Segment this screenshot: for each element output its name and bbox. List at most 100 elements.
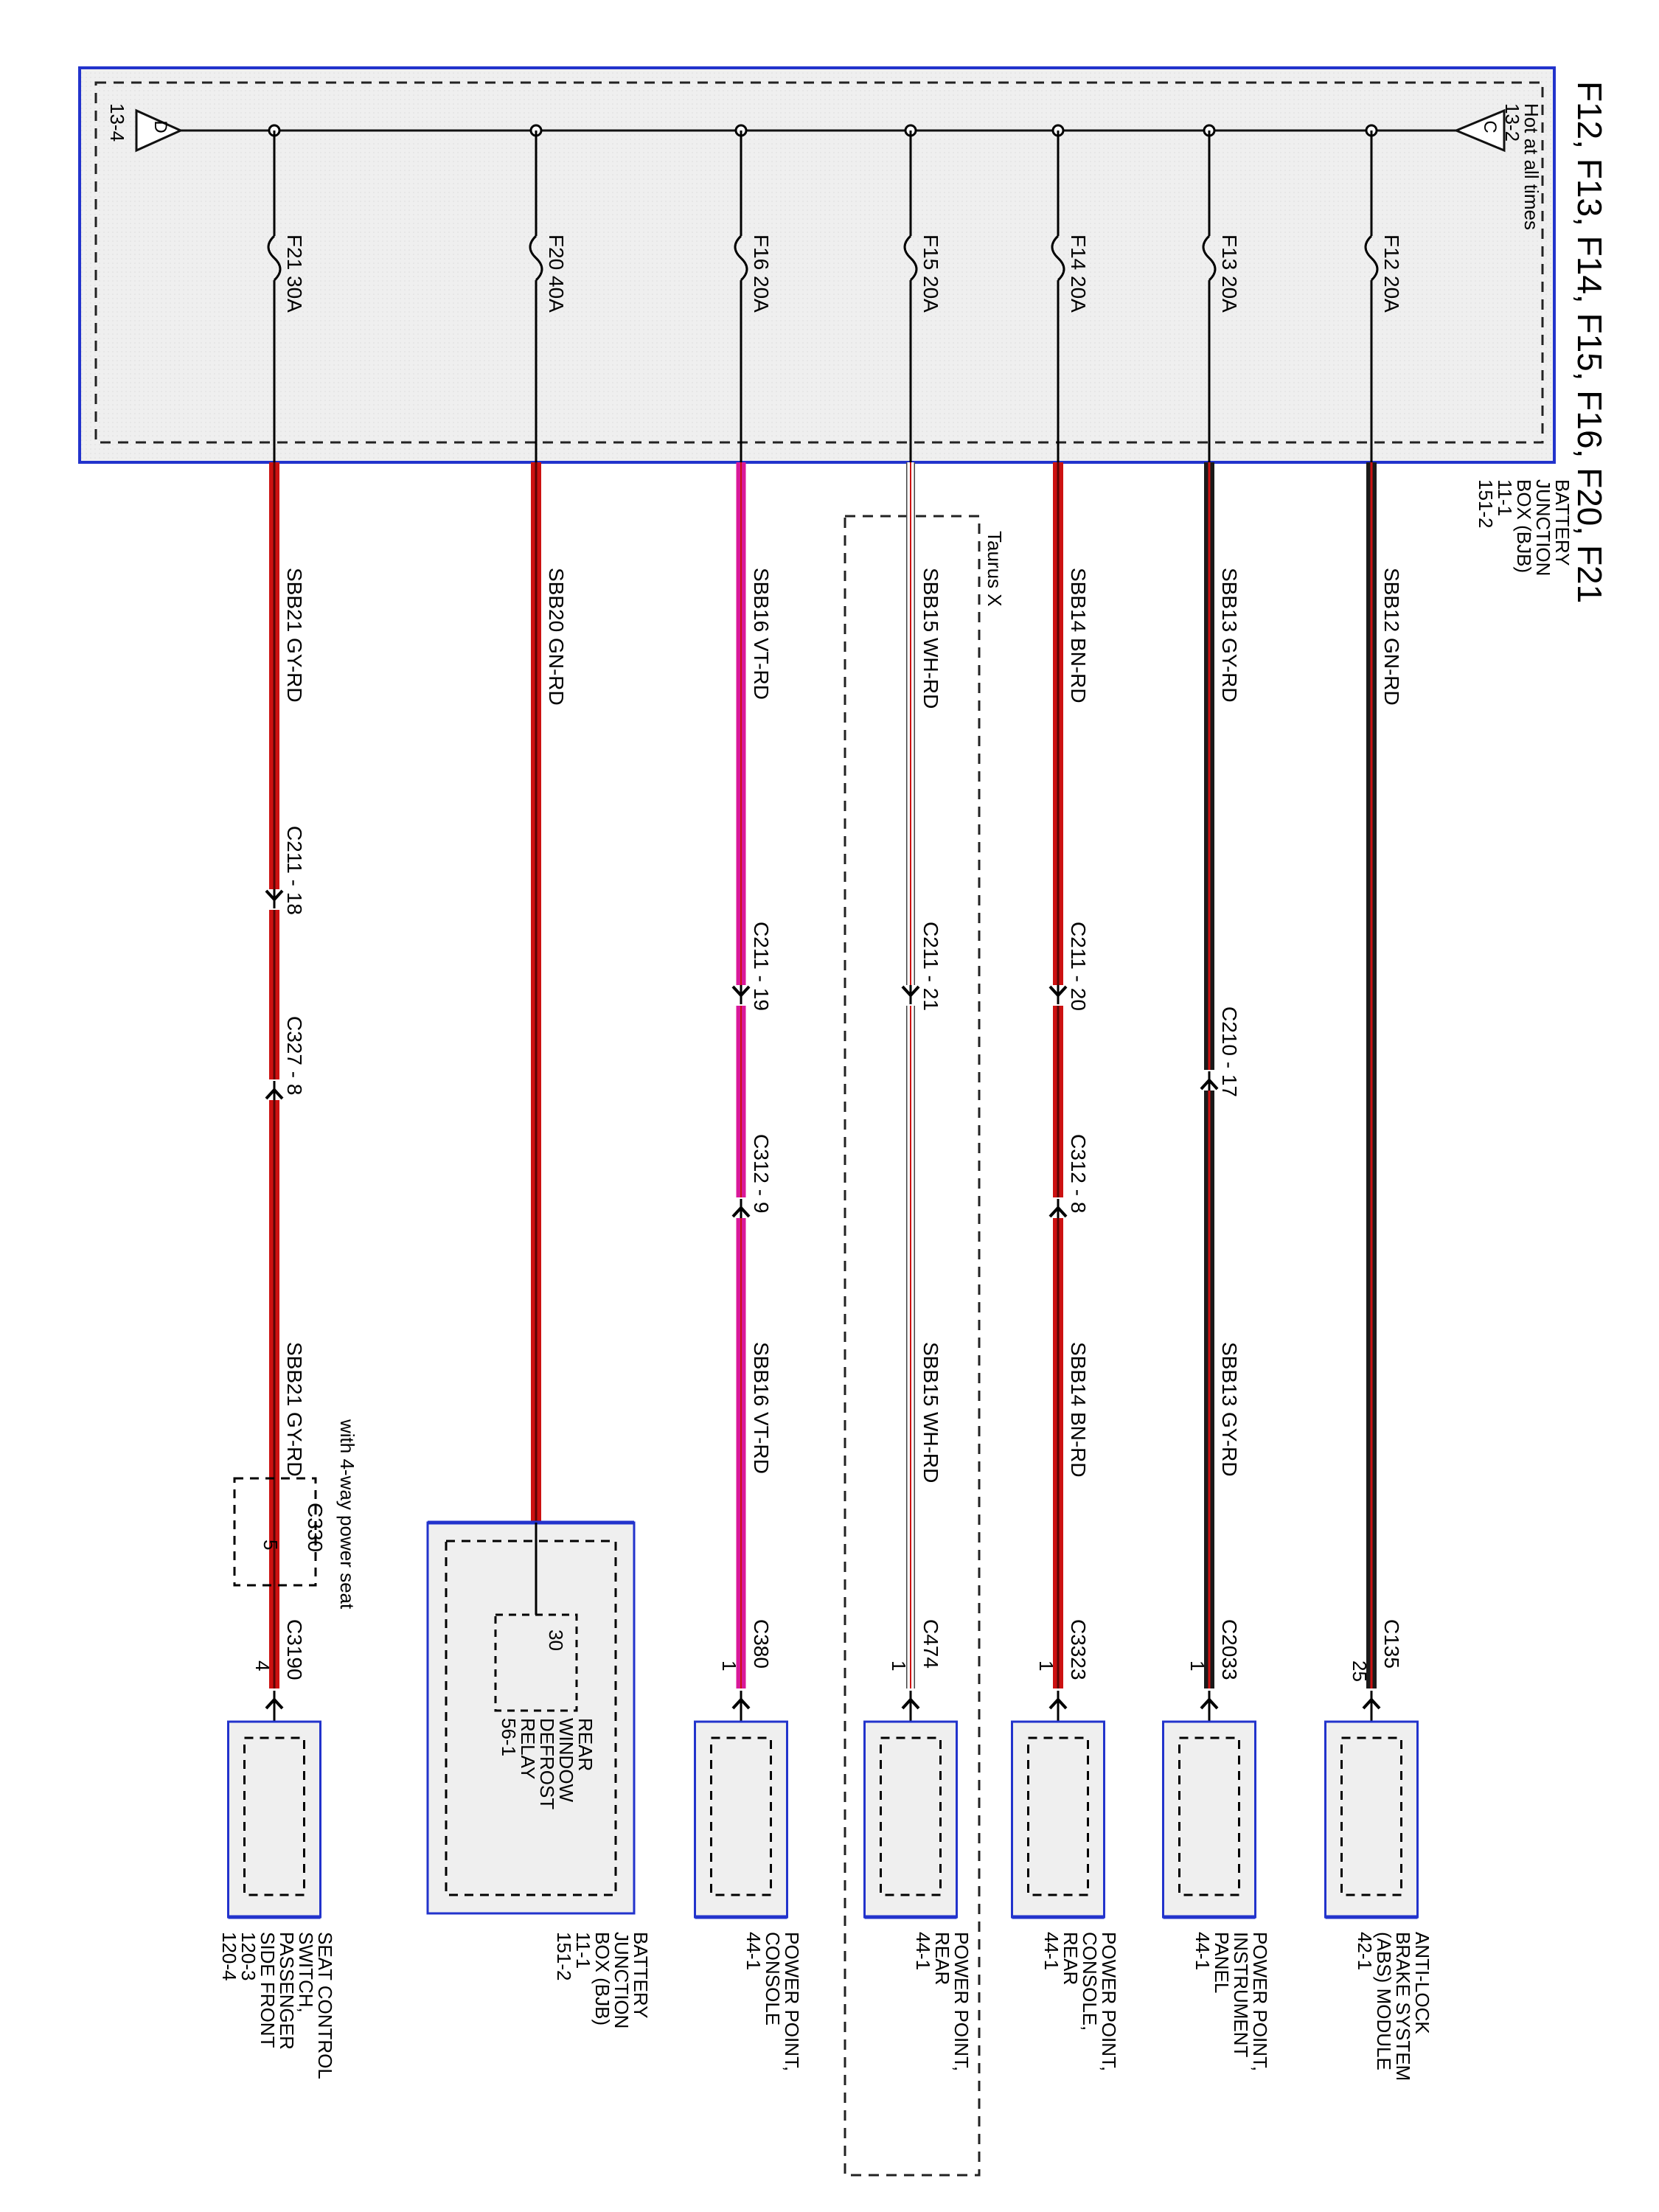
svg-text:SBB14 BN-RD: SBB14 BN-RD: [1067, 1342, 1090, 1478]
component-label-line: CONSOLE: [762, 1932, 784, 2025]
svg-text:SBB15 WH-RD: SBB15 WH-RD: [919, 1342, 942, 1483]
circuit-label: SBB21 GY-RD: [283, 1342, 306, 1477]
inline-connector-label: C327 - 8: [283, 1016, 306, 1095]
svg-text:REAR: REAR: [931, 1932, 953, 1985]
component-label-line: 44-1: [742, 1932, 765, 1970]
svg-text:C380: C380: [750, 1619, 773, 1669]
svg-text:INSTRUMENT: INSTRUMENT: [1230, 1932, 1252, 2058]
component-label-line: BOX (BJB): [591, 1932, 613, 2025]
inline-connector-label: C312 - 9: [750, 1134, 773, 1213]
svg-text:POWER POINT,: POWER POINT,: [950, 1932, 973, 2071]
component-box: [694, 1720, 788, 1919]
end-pin-label: 1: [718, 1660, 740, 1671]
relay-label-line: RELAY: [517, 1718, 539, 1779]
component-label-line: POWER POINT,: [950, 1932, 973, 2071]
ref-d-label: 13-4: [106, 103, 128, 142]
fuse-label: F14 20A: [1067, 234, 1090, 313]
circuit-label: SBB14 BN-RD: [1067, 1342, 1090, 1478]
svg-text:C474: C474: [919, 1619, 942, 1669]
component-box: [1324, 1720, 1419, 1919]
circuit-label: SBB21 GY-RD: [283, 568, 306, 703]
svg-text:CONSOLE,: CONSOLE,: [1079, 1932, 1101, 2031]
end-pin-label: 1: [1186, 1660, 1208, 1671]
svg-text:WINDOW: WINDOW: [555, 1718, 577, 1803]
inline-connector-label: C312 - 8: [1067, 1134, 1090, 1213]
svg-text:C211 - 20: C211 - 20: [1067, 922, 1090, 1011]
fuse-label: F20 40A: [545, 234, 568, 313]
component-label-line: 44-1: [1040, 1932, 1062, 1970]
inline-connector-label: C210 - 17: [1218, 1006, 1241, 1097]
svg-text:151-2: 151-2: [553, 1932, 575, 1981]
fuse-symbol: [1364, 234, 1379, 282]
component-label-line: SEAT CONTROL: [314, 1932, 336, 2079]
svg-text:SBB16 VT-RD: SBB16 VT-RD: [750, 568, 773, 700]
svg-text:POWER POINT,: POWER POINT,: [1098, 1932, 1120, 2071]
svg-text:SBB13 GY-RD: SBB13 GY-RD: [1218, 1342, 1241, 1477]
circuit-label: SBB15 WH-RD: [919, 568, 942, 709]
taurus-x-label: Taurus X: [984, 531, 1006, 607]
end-pin-label: 1: [888, 1660, 910, 1671]
svg-text:120-3: 120-3: [237, 1932, 260, 1981]
taurus-x-option-box: [844, 515, 981, 2177]
svg-text:JUNCTION: JUNCTION: [611, 1932, 633, 2028]
svg-text:F14 20A: F14 20A: [1067, 234, 1090, 313]
svg-text:1: 1: [888, 1660, 910, 1671]
ref-c-label: Hot at all times 13-2: [1501, 103, 1543, 230]
component-label-line: BRAKE SYSTEM: [1392, 1932, 1414, 2081]
svg-text:SBB12 GN-RD: SBB12 GN-RD: [1380, 568, 1403, 706]
svg-text:44-1: 44-1: [912, 1932, 934, 1970]
component-label-line: 42-1: [1354, 1932, 1376, 1970]
svg-text:F15 20A: F15 20A: [919, 234, 942, 313]
svg-text:1: 1: [1035, 1660, 1057, 1671]
svg-text:C211 - 19: C211 - 19: [750, 922, 773, 1011]
svg-text:11-1: 11-1: [1494, 479, 1516, 516]
svg-text:30: 30: [545, 1630, 567, 1651]
component-label-line: (ABS) MODULE: [1373, 1932, 1395, 2070]
svg-text:F20 40A: F20 40A: [545, 234, 568, 313]
component-label-line: POWER POINT,: [1098, 1932, 1120, 2071]
inline-connector-label: C211 - 21: [919, 922, 942, 1011]
svg-text:1: 1: [718, 1660, 740, 1671]
svg-text:BOX (BJB): BOX (BJB): [1513, 479, 1535, 573]
ref-triangle-d: D: [135, 108, 184, 153]
svg-text:SBB14 BN-RD: SBB14 BN-RD: [1067, 568, 1090, 703]
svg-text:1: 1: [1186, 1660, 1208, 1671]
component-label-line: PASSENGER: [276, 1932, 298, 2050]
end-pin-label: 1: [1035, 1660, 1057, 1671]
svg-text:SBB21 GY-RD: SBB21 GY-RD: [283, 568, 306, 703]
fuse-label: F13 20A: [1218, 234, 1241, 313]
svg-text:DEFROST: DEFROST: [536, 1718, 558, 1809]
circuit-f14: F14 20A SBB14 BN-RD SBB14 BN-RD C211 - 20 C3…: [1011, 124, 1120, 2071]
component-label-line: 120-3: [237, 1932, 260, 1981]
svg-text:56-1: 56-1: [498, 1718, 520, 1756]
component-box: [1011, 1720, 1105, 1919]
svg-text:4: 4: [251, 1660, 274, 1671]
svg-text:SEAT CONTROL: SEAT CONTROL: [314, 1932, 336, 2079]
svg-text:44-1: 44-1: [1040, 1932, 1062, 1970]
svg-text:F13 20A: F13 20A: [1218, 234, 1241, 313]
power-seat-option-label: with 4-way power seat: [336, 1419, 358, 1610]
svg-text:PASSENGER: PASSENGER: [276, 1932, 298, 2050]
svg-text:25: 25: [1349, 1660, 1371, 1682]
svg-text:CONSOLE: CONSOLE: [762, 1932, 784, 2025]
svg-text:BATTERY: BATTERY: [630, 1932, 652, 2019]
svg-text:F16 20A: F16 20A: [750, 234, 773, 313]
end-connector-label: C3190: [283, 1619, 306, 1680]
svg-text:C: C: [1480, 120, 1500, 133]
component-label-line: POWER POINT,: [781, 1932, 803, 2071]
component-label-line: 151-2: [553, 1932, 575, 1981]
svg-text:SBB21 GY-RD: SBB21 GY-RD: [283, 1342, 306, 1477]
end-connector-label: C3323: [1067, 1619, 1090, 1680]
fuse-symbol: [1051, 234, 1065, 282]
svg-text:44-1: 44-1: [1192, 1932, 1214, 1970]
bjb-name-label: BATTERY JUNCTION BOX (BJB) 11-1 151-2: [1475, 479, 1573, 576]
svg-text:SBB15 WH-RD: SBB15 WH-RD: [919, 568, 942, 709]
svg-text:44-1: 44-1: [742, 1932, 765, 1970]
circuit-f15: F15 20A SBB15 WH-RD SBB15 WH-RD C211 - 21 C4…: [863, 124, 973, 2071]
circuit-label: SBB14 BN-RD: [1067, 568, 1090, 703]
component-label-line: PANEL: [1211, 1932, 1233, 1993]
fuse-symbol: [734, 234, 748, 282]
svg-text:BOX (BJB): BOX (BJB): [591, 1932, 613, 2025]
